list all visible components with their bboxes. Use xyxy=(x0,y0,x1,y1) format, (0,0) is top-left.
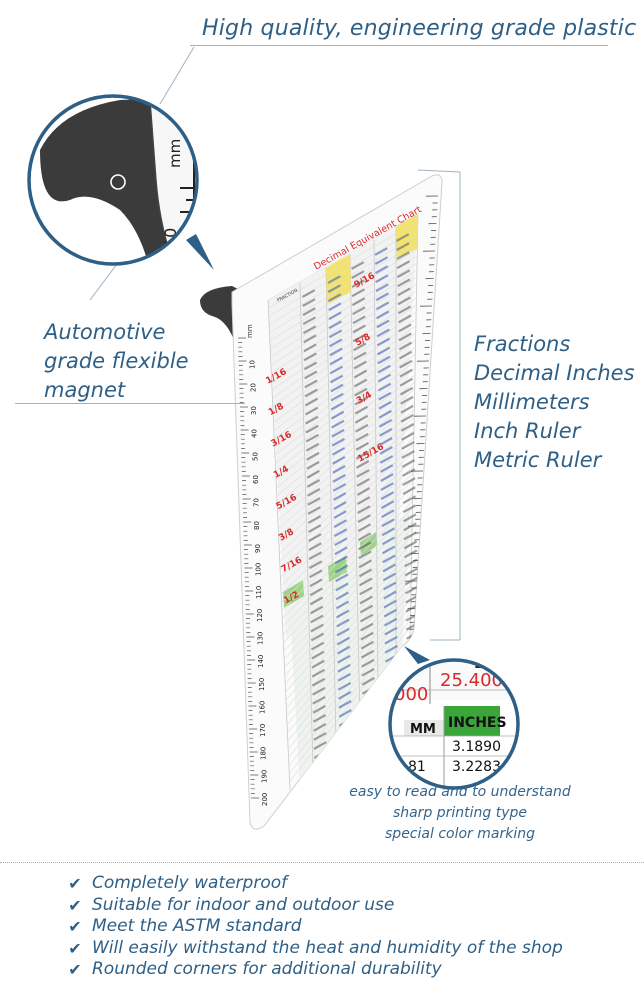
headline-rule xyxy=(190,45,608,46)
mm-tick-label: 150 xyxy=(258,678,266,691)
magnet-label-line: Automotive xyxy=(44,320,166,344)
inches-header: INCHES xyxy=(448,715,507,731)
mm-tick-label: 20 xyxy=(249,383,257,392)
benefit-item: ✔Completely waterproof xyxy=(66,873,563,895)
magnet-label-line: grade flexible xyxy=(44,349,189,373)
mm-tick-label: 10 xyxy=(249,360,257,369)
checkmark-icon: ✔ xyxy=(68,895,82,915)
mm-tick-label: 200 xyxy=(261,793,269,806)
magnet-zoom-lens: mm 10 xyxy=(27,94,214,270)
checkmark-icon: ✔ xyxy=(68,960,82,979)
mm-tick-label: 50 xyxy=(251,452,259,461)
mm-tick-label: 120 xyxy=(256,609,264,622)
zoom-caption-line: special color marking xyxy=(385,826,535,842)
benefit-item: ✔Rounded corners for additional durabili… xyxy=(66,959,563,981)
mm-tick-label: 60 xyxy=(252,475,260,484)
zoom-value-red: 25.400 xyxy=(440,670,503,691)
mm-tick-label: 40 xyxy=(251,429,259,438)
checkmark-icon: ✔ xyxy=(68,917,82,936)
checkmark-icon: ✔ xyxy=(68,874,82,893)
feature-item: Inch Ruler xyxy=(474,419,581,443)
mm-tick-label: 80 xyxy=(253,521,261,530)
mm-tick-label: 100 xyxy=(255,563,263,576)
mm-tick-labels: 10 20 30 40 50 60 70 80 90 100 110 120 130 140 150 160 1… xyxy=(249,360,269,806)
detail-zoom-lens: 25 25.400 000 MM INCHES 3.1890 3.2283 81 xyxy=(388,646,520,790)
magnet-edge xyxy=(200,286,240,346)
feature-item: Fractions xyxy=(474,332,571,356)
mm-tick-label: 170 xyxy=(259,724,267,737)
benefit-list: ✔Completely waterproof ✔Suitable for ind… xyxy=(66,873,563,981)
mm-tick-label: 70 xyxy=(253,498,261,507)
benefit-item: ✔Suitable for indoor and outdoor use xyxy=(66,895,563,917)
svg-text:mm: mm xyxy=(166,139,184,168)
svg-text:3.2283: 3.2283 xyxy=(452,759,501,775)
benefit-item: ✔Will easily withstand the heat and humi… xyxy=(66,938,563,960)
magnet-label: Automotive grade flexible magnet xyxy=(44,318,189,405)
mm-tick-label: 190 xyxy=(260,770,268,783)
mm-tick-label: 180 xyxy=(260,747,268,760)
magnet-label-line: magnet xyxy=(44,378,126,402)
benefit-item: ✔Meet the ASTM standard xyxy=(66,916,563,938)
zoom-caption: easy to read and to understand sharp pri… xyxy=(330,782,590,845)
mm-tick-label: 140 xyxy=(257,655,265,668)
magnet-hole-icon xyxy=(110,174,126,190)
svg-text:3.1890: 3.1890 xyxy=(452,739,501,755)
svg-text:000: 000 xyxy=(394,684,428,705)
mm-tick-label: 130 xyxy=(256,632,264,645)
mm-tick-label: 90 xyxy=(254,544,262,553)
feature-list: Fractions Decimal Inches Millimeters Inc… xyxy=(474,330,635,475)
feature-item: Decimal Inches xyxy=(474,361,635,385)
svg-text:MM: MM xyxy=(410,722,436,737)
mm-tick-label: 110 xyxy=(255,586,263,599)
section-divider xyxy=(0,862,644,863)
magnet-rule xyxy=(15,403,245,404)
headline: High quality, engineering grade plastic xyxy=(202,16,637,41)
feature-item: Metric Ruler xyxy=(474,448,602,472)
mm-label: mm xyxy=(246,324,254,338)
zoom-caption-line: sharp printing type xyxy=(392,805,528,821)
zoom-caption-line: easy to read and to understand xyxy=(349,784,571,800)
mm-tick-label: 30 xyxy=(250,406,258,415)
checkmark-icon: ✔ xyxy=(68,938,82,958)
mm-tick-label: 160 xyxy=(258,701,266,714)
feature-item: Millimeters xyxy=(474,390,590,414)
